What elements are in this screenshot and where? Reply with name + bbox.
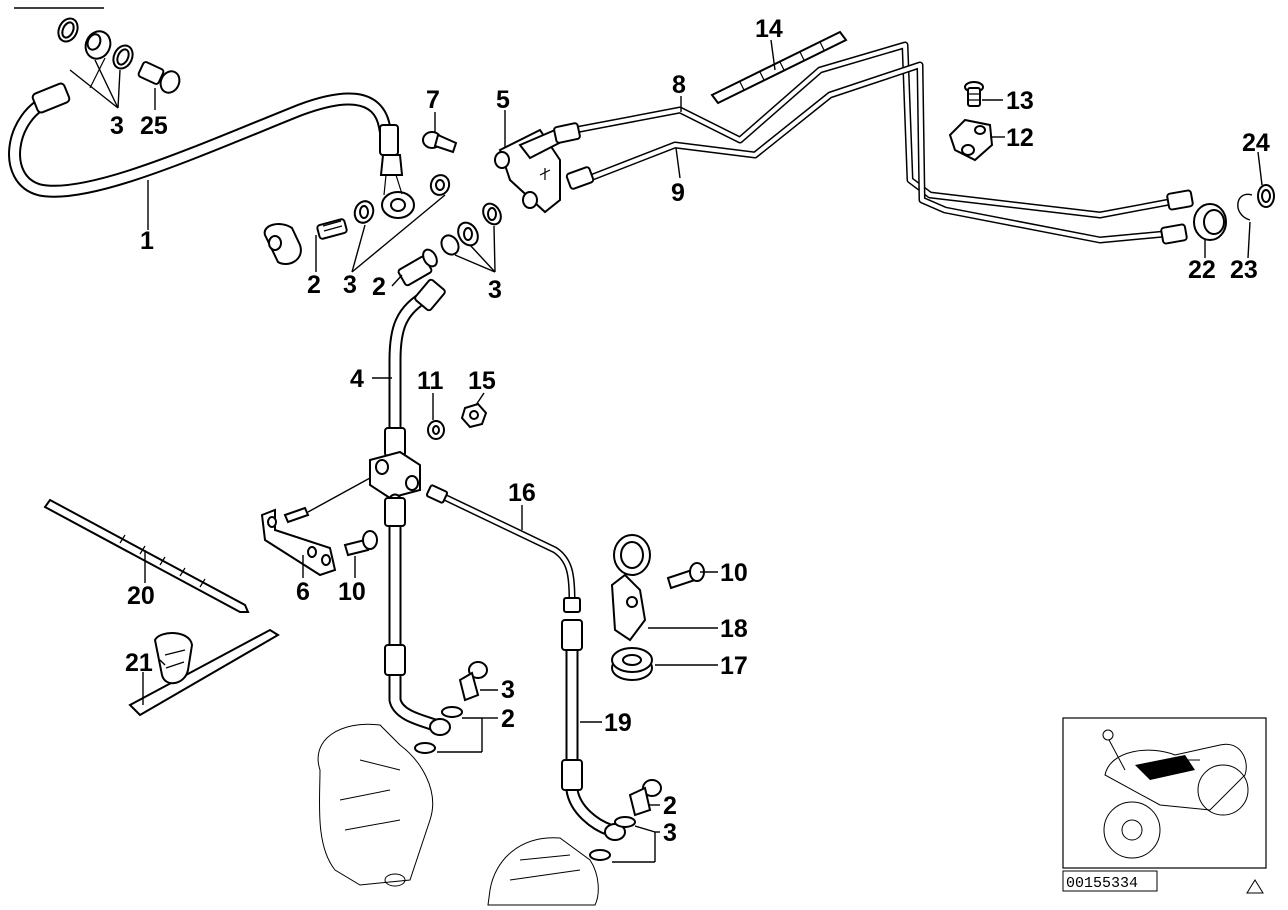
part-7-bolt[interactable] [422,131,458,154]
callout-3: 3 [343,271,357,299]
part-4-brake-hose[interactable] [384,278,446,457]
callout-2: 2 [501,705,515,733]
callout-24: 24 [1242,129,1270,157]
part-3-washers-mid[interactable] [352,173,452,226]
warning-triangle-icon [1246,879,1264,894]
reference-number: 00155334 [1066,875,1138,892]
callout-3: 3 [488,276,502,304]
callout-18: 18 [720,615,748,643]
part-banjo-fitting-top[interactable] [81,27,115,89]
part-13-screw[interactable] [964,81,984,107]
part-3-washers-center[interactable] [438,200,504,257]
callout-5: 5 [496,86,510,114]
callout-3: 3 [110,112,124,140]
part-10-bolt-left[interactable] [343,530,378,557]
part-8-brake-pipe[interactable] [571,41,1184,219]
callout-2: 2 [307,271,321,299]
callout-8: 8 [672,71,686,99]
part-9-brake-pipe[interactable] [581,61,1179,244]
callout-2: 2 [372,273,386,301]
part-21-cable-tie-clip[interactable] [128,628,280,717]
part-2-screw-mid[interactable] [316,218,348,240]
part-22-grommet-right[interactable] [1193,203,1227,241]
part-12-pipe-clip[interactable] [948,118,994,162]
callout-3: 3 [663,819,677,847]
part-6-bracket[interactable] [260,506,337,577]
part-25-banjo-bolt[interactable] [137,61,183,96]
callout-25: 25 [140,112,168,140]
callout-10: 10 [720,559,748,587]
callout-4: 4 [350,365,364,393]
callout-1: 1 [140,227,154,255]
part-distribution-tee[interactable] [369,450,421,500]
callout-11: 11 [417,367,444,395]
pipe-fittings [553,122,1194,245]
part-15-nut[interactable] [460,402,488,429]
part-grommet-mid[interactable] [263,223,302,265]
part-16-brake-line[interactable] [425,484,581,613]
callout-15: 15 [468,367,496,395]
part-11-washer[interactable] [427,420,445,440]
callout-12: 12 [1006,124,1034,152]
callout-3: 3 [501,676,515,704]
callout-17: 17 [720,652,748,680]
part-20-cable-tie[interactable] [43,498,250,613]
part-18-holder[interactable] [610,534,651,642]
callout-23: 23 [1230,256,1258,284]
callout-9: 9 [671,179,685,207]
callout-19: 19 [604,709,632,737]
part-2-bolt-right-caliper[interactable] [628,779,662,817]
part-3-bolt-left-caliper[interactable] [458,661,488,702]
part-2-banjo-bolt-center[interactable] [397,247,440,287]
caliper-sketch-left [317,723,434,887]
callout-16: 16 [508,479,536,507]
callout-10: 10 [338,578,366,606]
callout-7: 7 [426,86,440,114]
callout-13: 13 [1006,87,1034,115]
part-17-grommet[interactable] [611,647,653,681]
callout-22: 22 [1188,256,1216,284]
callout-2: 2 [663,792,677,820]
motorcycle-thumbnail [1062,717,1267,869]
part-3-seal-rings-top[interactable] [55,15,136,71]
part-2-washers-left-caliper[interactable] [414,706,463,754]
callout-20: 20 [127,582,155,610]
part-24-washer[interactable] [1257,184,1275,208]
caliper-sketch-right [487,837,599,906]
part-lower-brake-hose-left[interactable] [384,493,451,736]
part-23-circlip[interactable] [1237,193,1253,221]
part-14-protective-sleeve[interactable] [710,30,848,105]
reference-number-box: 00155334 [1062,870,1158,892]
part-3-washers-right-caliper[interactable] [589,816,636,861]
leader-lines [69,39,1263,863]
part-10-bolt-right[interactable] [666,562,705,590]
callout-6: 6 [296,578,310,606]
callout-14: 14 [755,15,783,43]
part-19-brake-hose[interactable] [561,619,626,841]
part-1-brake-hose[interactable] [8,82,415,219]
callout-21: 21 [125,649,153,677]
